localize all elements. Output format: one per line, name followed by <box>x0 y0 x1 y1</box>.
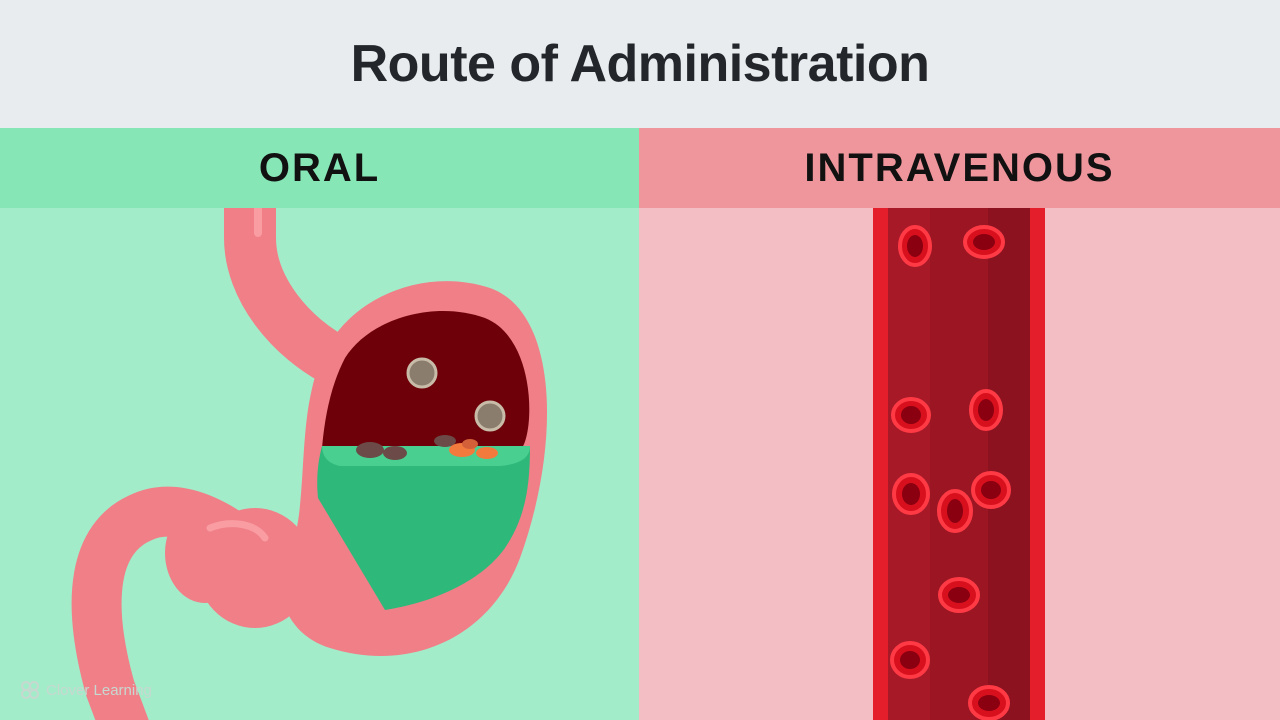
intravenous-header: INTRAVENOUS <box>639 128 1280 208</box>
oral-panel: ORAL <box>0 128 639 720</box>
blood-vessel-illustration <box>873 198 1045 720</box>
oral-label: ORAL <box>258 145 381 190</box>
esophagus <box>224 128 366 389</box>
watermark-text: Clover Learning <box>46 681 152 699</box>
gastric-fluid <box>317 446 530 610</box>
title-bar: Route of Administration <box>0 0 1280 128</box>
intravenous-panel: INTRAVENOUS <box>639 128 1280 720</box>
gas-bubble <box>474 400 506 432</box>
watermark: Clover Learning <box>20 680 152 700</box>
intravenous-label: INTRAVENOUS <box>804 145 1115 190</box>
clover-logo-icon <box>21 681 39 699</box>
oral-header: ORAL <box>0 128 639 208</box>
page-title: Route of Administration <box>350 35 930 93</box>
stomach-illustration <box>71 128 548 720</box>
gas-bubble <box>406 357 438 389</box>
